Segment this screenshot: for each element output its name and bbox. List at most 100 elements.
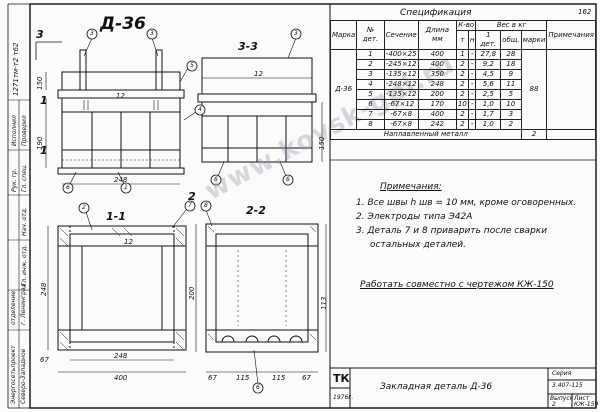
stamp-role-3: Гл. спец. <box>21 164 28 192</box>
table-row: 3 -135×12 350 2 - 4,5 9 <box>331 69 596 80</box>
table-row: Наплавленный металл 2 <box>330 129 596 140</box>
spec-cell: 5,6 <box>475 79 502 90</box>
section-mark-1-top: 1 <box>40 94 48 107</box>
spec-cell: 10 <box>500 99 522 110</box>
spec-header-notes: Примечания <box>546 20 596 50</box>
spec-cell: 400 <box>417 59 457 70</box>
spec-cell: 2 <box>500 119 522 130</box>
dim-33-150: 150 <box>318 136 326 150</box>
callout-1: 1 <box>124 184 128 191</box>
spec-notes-cell <box>546 49 596 130</box>
front-view <box>35 41 185 185</box>
spec-cell: 4 <box>356 79 385 90</box>
spec-cell: - <box>467 79 477 90</box>
dim-front-12: 12 <box>116 92 125 100</box>
spec-cell: -135×12 <box>383 89 419 100</box>
spec-weld-value: 2 <box>520 129 548 140</box>
spec-cell: 9 <box>500 69 522 80</box>
section-mark-3: 3 <box>36 28 44 41</box>
spec-header-pos: № дет. <box>356 20 385 50</box>
callout-8: 8 <box>204 202 208 209</box>
spec-cell: 28 <box>500 49 522 60</box>
table-row: Д-36 1 -400×25 400 1 - 27,8 28 88 <box>329 49 596 130</box>
stamp-org-3: отделение <box>10 290 17 325</box>
page-number: 162 <box>578 8 592 16</box>
callout-circles <box>62 28 302 394</box>
dim-front-248: 248 <box>114 176 128 184</box>
spec-cell: 3 <box>500 109 522 120</box>
stamp-code: 1271тм-т2 т62 <box>12 42 20 96</box>
stamp-org-2: Северо-Западное <box>20 348 27 404</box>
spec-cell: -67×12 <box>383 99 419 110</box>
dim-11-248-vert: 248 <box>40 282 48 296</box>
section-2-2-hatching <box>207 225 317 341</box>
spec-cell: 350 <box>417 69 457 80</box>
callout-7: 7 <box>188 202 192 209</box>
spec-header-section: Сечение <box>383 20 419 50</box>
callout-3c: 3 <box>294 30 298 37</box>
spec-cell: - <box>467 109 477 120</box>
spec-header-weight: Вес в кг <box>475 20 548 31</box>
front-view-hatching <box>62 100 180 161</box>
spec-mark-weight: 88 <box>520 49 548 130</box>
section-3-3-view <box>197 57 323 163</box>
notes-extra: Работать совместно с чертежом КЖ-150 <box>360 280 554 290</box>
spec-cell: 7 <box>356 109 385 120</box>
stamp-role-4: Рук. гр. <box>11 168 18 192</box>
spec-cell: 242 <box>417 119 457 130</box>
spec-cell: 248 <box>417 79 457 90</box>
spec-cell: 18 <box>500 59 522 70</box>
callout-6b: 6 <box>214 176 218 183</box>
spec-cell: 6 <box>356 99 385 110</box>
dim-11-67: 67 <box>40 356 49 364</box>
callout-4: 4 <box>198 106 202 113</box>
spec-weld-label: Наплавленный металл <box>330 129 522 140</box>
dim-22-115a: 115 <box>236 374 250 382</box>
spec-header-count-n: н <box>467 30 477 50</box>
callout-6c: 6 <box>286 176 290 183</box>
title-block-year: 1976г. <box>333 394 354 401</box>
callout-6d: 6 <box>256 384 260 391</box>
dim-33-12: 12 <box>254 70 263 78</box>
spec-cell: - <box>467 119 477 130</box>
section-mark-2: 2 <box>188 190 196 203</box>
section-2-2-view <box>195 223 327 373</box>
title-block-org: ТК <box>333 372 350 385</box>
spec-header-mark: Марка <box>329 20 358 50</box>
spec-cell: -135×12 <box>383 69 419 80</box>
callout-6a: 6 <box>66 184 70 191</box>
spec-cell: - <box>467 49 477 60</box>
dim-front-150: 150 <box>36 76 44 90</box>
spec-cell: 2 <box>356 59 385 70</box>
spec-header-weight-one: 1 дет. <box>475 30 502 50</box>
callout-5: 5 <box>190 62 194 69</box>
spec-cell: -400×25 <box>383 49 419 60</box>
section-1-1-view <box>47 225 187 373</box>
note-2: 2. Электроды типа Э42А <box>356 212 473 222</box>
spec-cell: 200 <box>417 89 457 100</box>
stamp-role-1: Гл. инж. отд. <box>21 244 28 286</box>
callout-3b: 3 <box>150 30 154 37</box>
title-block-name: Закладная деталь Д-36 <box>380 382 493 392</box>
spec-header-weight-mark: марки <box>520 30 548 50</box>
spec-cell: -67×8 <box>383 109 419 120</box>
section-1-1-hatching <box>59 227 185 351</box>
spec-cell: 2,5 <box>475 89 502 100</box>
spec-cell: 11 <box>500 79 522 90</box>
section-3-3-label: 3-3 <box>238 40 258 53</box>
note-1: 1. Все швы h шв = 10 мм, кроме оговоренн… <box>356 198 577 208</box>
spec-cell: 2 <box>455 89 469 100</box>
spec-cell: 2 <box>455 59 469 70</box>
section-mark-1-bottom: 1 <box>40 144 48 157</box>
spec-cell: 2 <box>455 79 469 90</box>
title-block-series: 3.407-115 <box>552 382 583 389</box>
spec-cell: 400 <box>417 109 457 120</box>
spec-cell: 400 <box>417 49 457 60</box>
spec-cell: 1 <box>356 49 385 60</box>
dim-22-115b: 115 <box>272 374 286 382</box>
table-row: 6 -67×12 170 10 - 1,0 10 <box>331 99 596 110</box>
dim-11-248: 248 <box>114 352 128 360</box>
spec-cell: 2 <box>455 69 469 80</box>
